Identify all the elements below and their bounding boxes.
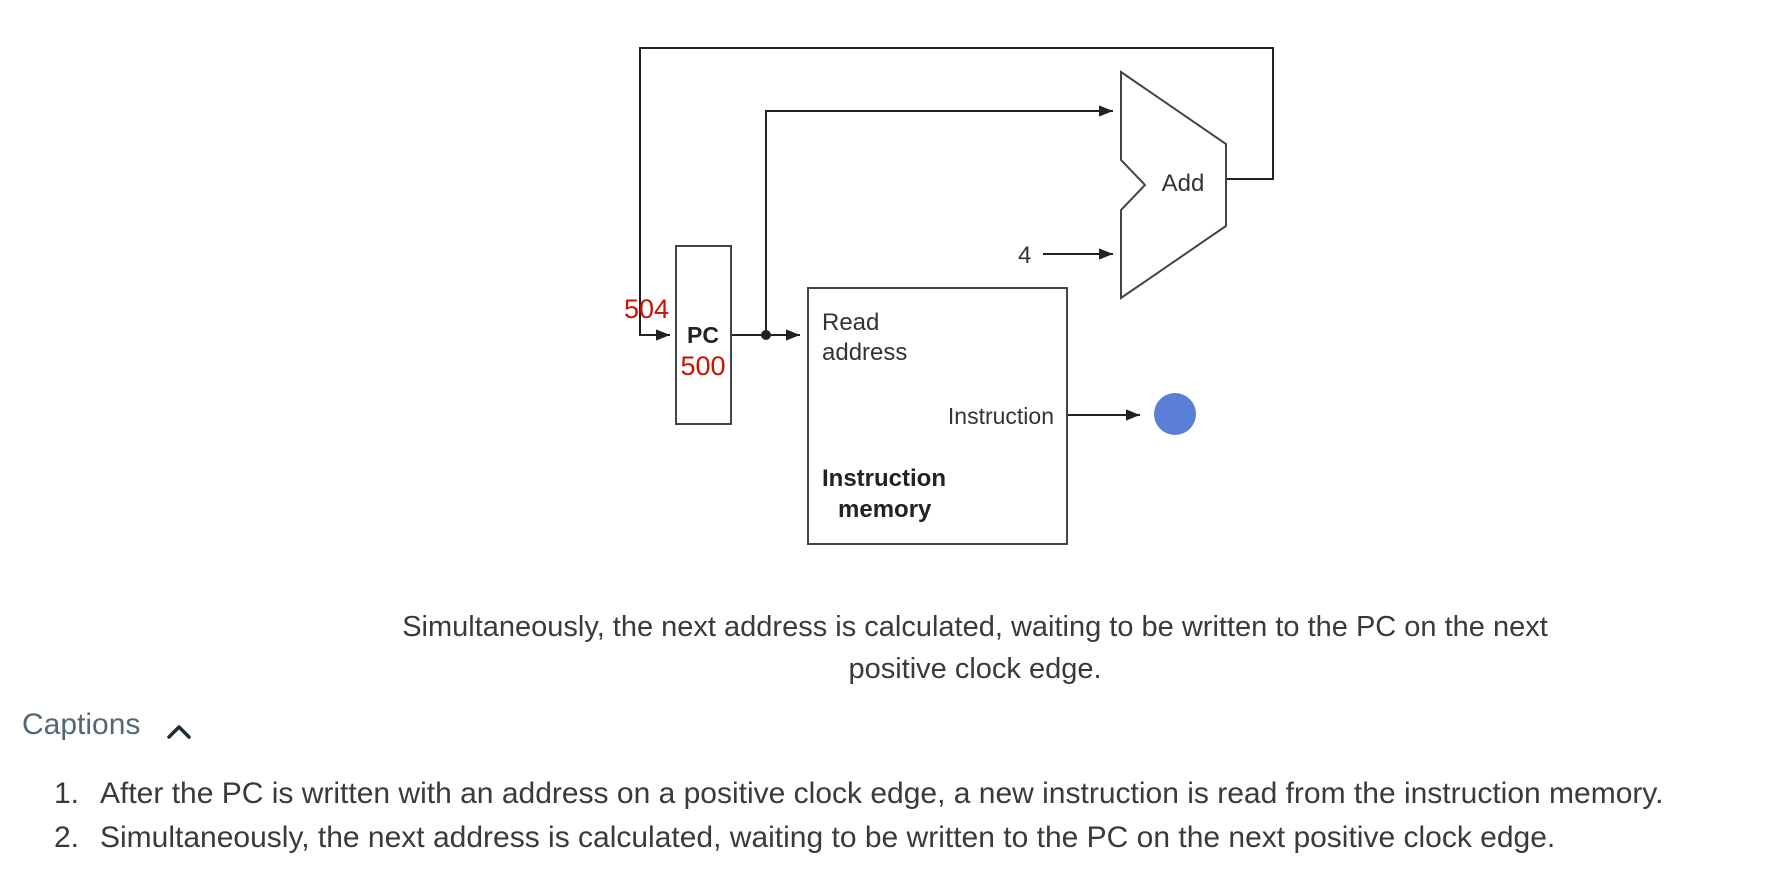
wire-junction bbox=[761, 330, 771, 340]
instruction-output-label: Instruction bbox=[948, 403, 1054, 429]
pc-register bbox=[675, 245, 732, 425]
step-caption: Simultaneously, the next address is calc… bbox=[402, 611, 1548, 685]
caption-item-number: 1. bbox=[54, 777, 80, 810]
caption-item: 2. Simultaneously, the next address is c… bbox=[54, 816, 1663, 860]
adder-label: Add bbox=[1162, 170, 1205, 197]
pc-value: 500 bbox=[680, 351, 725, 381]
caption-item-text: After the PC is written with an address … bbox=[100, 777, 1664, 810]
memory-label-line2: memory bbox=[838, 496, 932, 523]
captions-toggle-label: Captions bbox=[22, 708, 141, 741]
next-pc-value: 504 bbox=[624, 294, 669, 324]
caption-item: 1. After the PC is written with an addre… bbox=[54, 772, 1663, 816]
read-address-label-line1: Read bbox=[822, 309, 879, 336]
captions-list: 1. After the PC is written with an addre… bbox=[54, 772, 1663, 860]
caption-item-number: 2. bbox=[54, 821, 80, 854]
adder-to-pc-wire bbox=[639, 47, 1274, 341]
pc-to-adder-wire bbox=[765, 105, 1113, 335]
datapath-diagram: 4 PC 500 504 Read address Instruction In… bbox=[624, 47, 1274, 545]
adder-unit bbox=[1120, 70, 1227, 300]
captions-toggle-button[interactable]: Captions bbox=[22, 708, 192, 742]
read-address-label-line2: address bbox=[822, 339, 907, 366]
pc-label: PC bbox=[687, 322, 719, 348]
memory-label-line1: Instruction bbox=[822, 465, 946, 492]
instruction-memory-block bbox=[807, 287, 1068, 545]
chevron-up-icon bbox=[166, 715, 192, 739]
caption-item-text: Simultaneously, the next address is calc… bbox=[100, 821, 1556, 854]
constant-four-label: 4 bbox=[1018, 242, 1031, 269]
animation-dot bbox=[1154, 393, 1196, 435]
